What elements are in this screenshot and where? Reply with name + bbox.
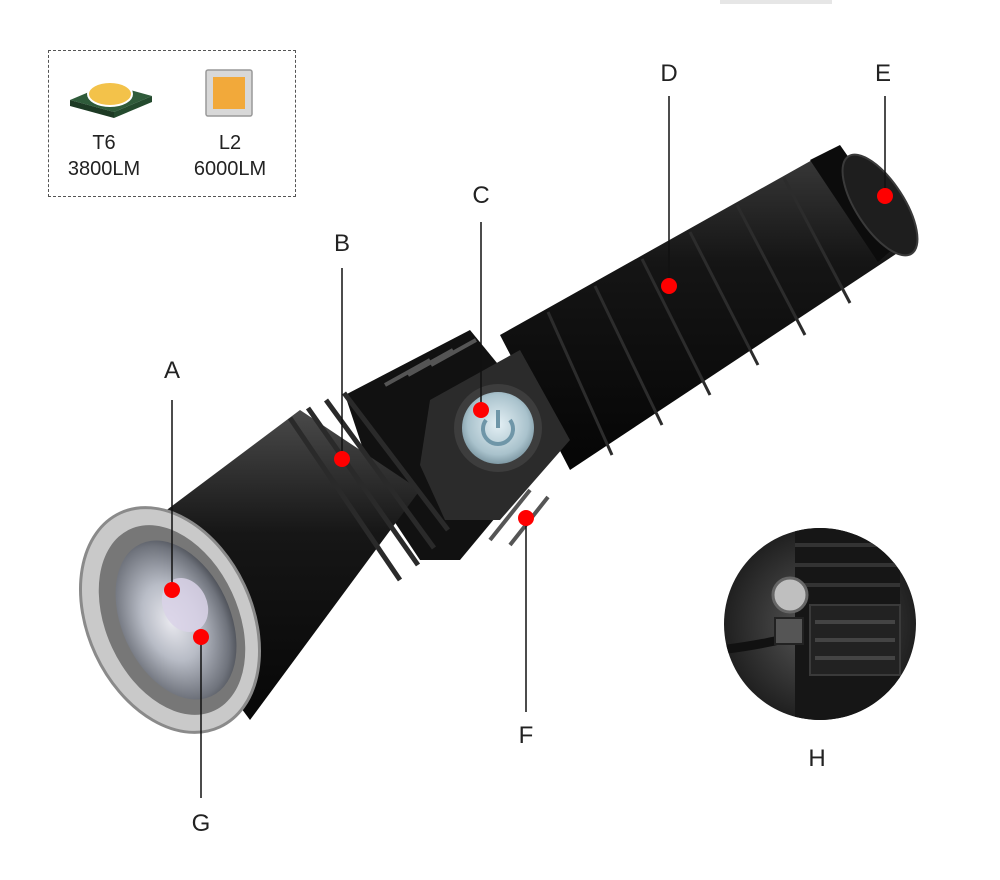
marker-c (473, 402, 489, 418)
top-edge-bar (720, 0, 832, 4)
marker-e (877, 188, 893, 204)
t6-led-chip-icon (70, 81, 152, 118)
charging-port-inset (724, 528, 916, 720)
legend-led-l2: L2 6000LM (170, 130, 290, 182)
power-button (454, 384, 542, 472)
l2-led-chip-icon (205, 69, 253, 117)
callout-leader-lines (171, 96, 886, 798)
flashlight-body (500, 145, 919, 470)
legend-led-l2-lumens: 6000LM (193, 158, 267, 180)
callout-label-a: A (163, 357, 180, 384)
marker-a (164, 582, 180, 598)
callout-label-f: F (518, 722, 534, 749)
flashlight-head (79, 391, 450, 734)
power-symbol-icon (481, 418, 515, 446)
marker-g (193, 629, 209, 645)
callout-markers (164, 188, 893, 645)
legend-led-l2-name: L2 (218, 132, 242, 154)
legend-led-t6: T6 3800LM (44, 130, 164, 182)
led-legend-box (48, 50, 296, 197)
marker-f (518, 510, 534, 526)
callout-label-b: B (333, 230, 350, 257)
callout-label-g: G (191, 810, 211, 837)
callout-label-e: E (874, 60, 891, 87)
callout-label-c: C (472, 182, 490, 209)
marker-d (661, 278, 677, 294)
callout-label-d: D (660, 60, 678, 87)
marker-b (334, 451, 350, 467)
legend-led-t6-lumens: 3800LM (67, 158, 141, 180)
legend-led-t6-name: T6 (92, 132, 116, 154)
callout-label-h: H (808, 745, 826, 772)
